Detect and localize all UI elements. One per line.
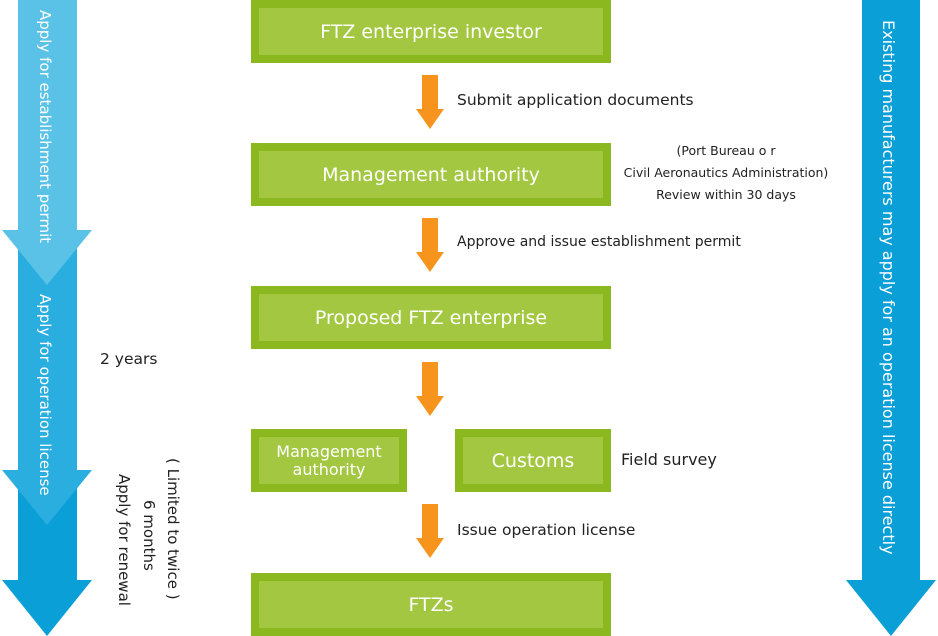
orange-arrow-1 (416, 75, 444, 129)
ftzs-box-label: FTZs (259, 581, 603, 628)
field-management-authority-box: Management authority (251, 429, 407, 492)
renewal-apply-text: Apply for renewal (115, 474, 133, 606)
issue-license-label: Issue operation license (457, 521, 636, 539)
direct-application-arrow-shape (846, 0, 936, 636)
field-management-authority-box-label: Management authority (259, 437, 399, 484)
authority-note-line3: Review within 30 days (656, 187, 796, 202)
orange-arrow-4 (416, 504, 444, 558)
two-years-label: 2 years (100, 350, 158, 368)
authority-note: (Port Bureau o r Civil Aeronautics Admin… (617, 140, 835, 206)
approve-permit-label: Approve and issue establishment permit (457, 234, 741, 250)
orange-arrow-3 (416, 362, 444, 416)
apply-establishment-permit-text: Apply for establishment permit (36, 10, 54, 244)
investor-box-label: FTZ enterprise investor (259, 8, 603, 55)
renewal-limit-text: ( Limited to twice ) (164, 458, 182, 600)
management-authority-box-label: Management authority (259, 151, 603, 198)
right-arrow-graphic (846, 0, 936, 636)
apply-operation-license-text: Apply for operation license (36, 294, 54, 496)
proposed-enterprise-box: Proposed FTZ enterprise (251, 286, 611, 349)
establishment-arrow-shape (2, 0, 92, 285)
submit-documents-label: Submit application documents (457, 91, 694, 109)
left-arrow-graphic (2, 0, 92, 636)
ftzs-box: FTZs (251, 573, 611, 636)
management-authority-box: Management authority (251, 143, 611, 206)
field-survey-label: Field survey (621, 450, 717, 469)
orange-arrow-2 (416, 218, 444, 272)
renewal-arrow-shape (2, 460, 92, 636)
investor-box: FTZ enterprise investor (251, 0, 611, 63)
operation-arrow-shape (2, 240, 92, 525)
authority-note-line1: (Port Bureau o r (676, 143, 776, 158)
customs-box: Customs (455, 429, 611, 492)
proposed-enterprise-box-label: Proposed FTZ enterprise (259, 294, 603, 341)
customs-box-label: Customs (463, 437, 603, 484)
authority-note-line2: Civil Aeronautics Administration) (623, 165, 829, 180)
existing-manufacturers-text: Existing manufacturers may apply for an … (879, 20, 898, 555)
field-authority-line1: Management (276, 441, 382, 461)
field-authority-line2: authority (292, 459, 366, 479)
renewal-duration-text: 6 months (140, 500, 158, 571)
